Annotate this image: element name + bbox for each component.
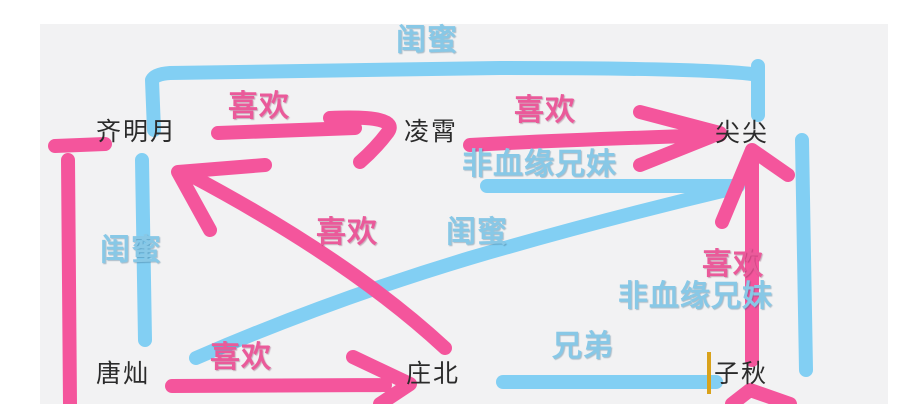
- label-zhuang-qi-like: 喜欢: [316, 215, 378, 250]
- label-qi-tang-guimi: 闺蜜: [100, 233, 162, 268]
- label-zi-jian-like: 喜欢: [702, 247, 764, 282]
- node-jianjian: 尖尖: [715, 118, 770, 147]
- label-ling-jian-like: 喜欢: [514, 93, 576, 128]
- edge-zi-jian-siblings: [795, 133, 813, 377]
- node-lingxiao: 凌霄: [404, 117, 459, 146]
- label-zi-jian-siblings: 非血缘兄妹: [618, 279, 773, 314]
- edge-tang-jian-guimi: [189, 181, 742, 365]
- edge-zi-bottom-like: [725, 383, 797, 404]
- node-qimingyue: 齐明月: [96, 117, 178, 146]
- edge-ling-jian-like: [463, 105, 727, 172]
- text-cursor: [707, 352, 711, 394]
- label-ling-jian-siblings: 非血缘兄妹: [462, 147, 617, 182]
- label-tang-zhuang-like: 喜欢: [210, 340, 272, 375]
- label-zhuang-zi-brothers: 兄弟: [552, 329, 614, 364]
- edge-left-frame-like: [48, 137, 112, 404]
- edge-qi-jian-guimi: [145, 59, 765, 137]
- node-zhuangbei: 庄北: [406, 359, 461, 388]
- node-ziqiu: 子秋: [714, 359, 769, 388]
- label-tang-jian-guimi: 闺蜜: [446, 215, 508, 250]
- edge-tang-zhuang-like: [165, 350, 417, 404]
- edge-qi-tang-guimi: [135, 153, 152, 347]
- edge-zi-jian-like: [715, 143, 795, 367]
- edge-qi-ling-like: [211, 110, 397, 169]
- node-tangcan: 唐灿: [96, 359, 151, 388]
- edge-zhuang-qi-like: [171, 158, 452, 355]
- label-top-guimi: 闺蜜: [396, 23, 458, 58]
- label-qi-ling-like: 喜欢: [228, 89, 290, 124]
